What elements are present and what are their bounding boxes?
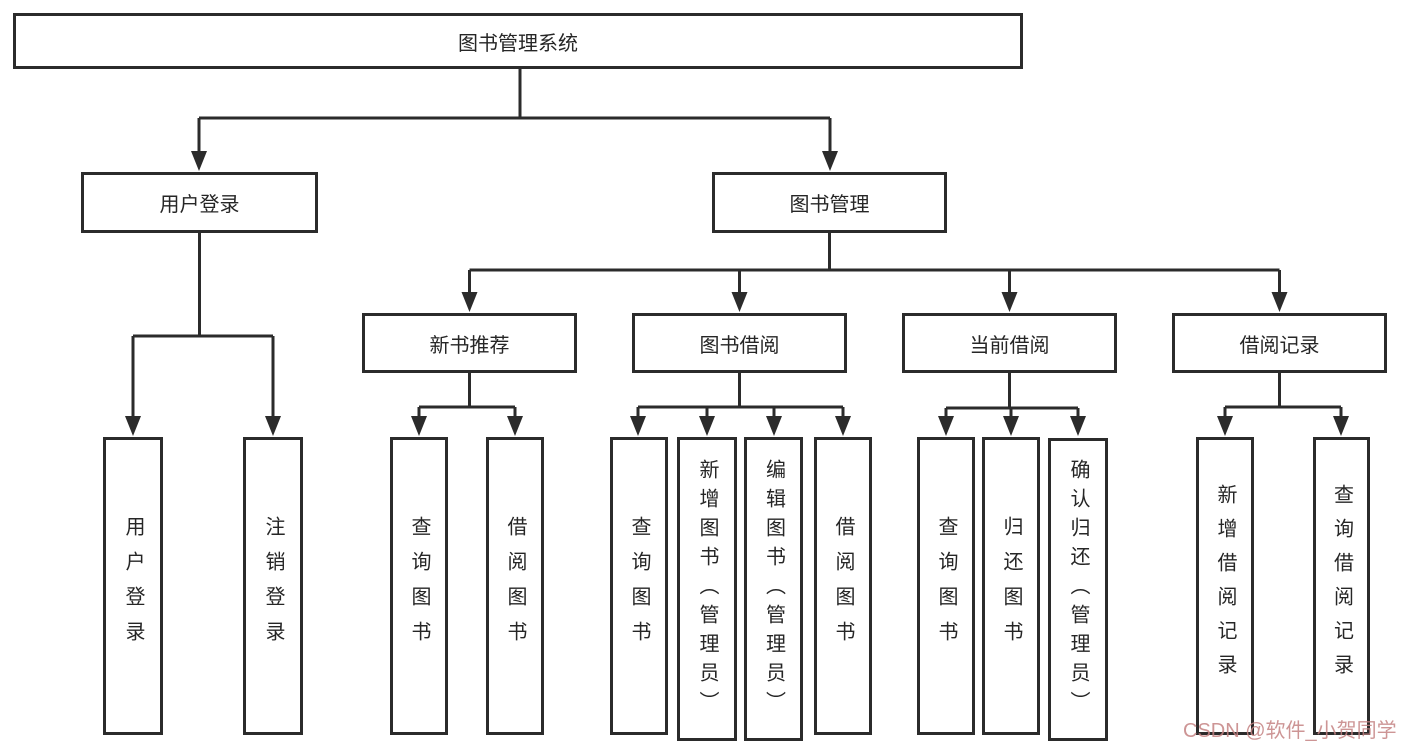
node-root-system: 图书管理系统 bbox=[13, 13, 1023, 69]
leaf-return-books-label: 归还图书 bbox=[1000, 516, 1022, 656]
node-root-system-label: 图书管理系统 bbox=[458, 32, 578, 55]
node-user-login: 用户登录 bbox=[81, 172, 318, 233]
leaf-user-login-label: 用户登录 bbox=[122, 516, 144, 656]
leaf-borrowing-query-books-label: 查询图书 bbox=[628, 516, 650, 656]
arrowheads bbox=[125, 151, 1349, 436]
leaf-recommend-borrow-books-label: 借阅图书 bbox=[504, 516, 526, 656]
leaf-recommend-borrow-books: 借阅图书 bbox=[486, 437, 544, 735]
leaf-edit-books-admin: 编辑图书（管理员） bbox=[744, 437, 803, 741]
leaf-confirm-return-admin-label: 确认归还（管理员） bbox=[1067, 459, 1089, 720]
node-book-management-label: 图书管理 bbox=[789, 194, 870, 216]
leaf-current-query-books-label: 查询图书 bbox=[935, 516, 957, 656]
leaf-edit-books-admin-label: 编辑图书（管理员） bbox=[762, 458, 785, 720]
leaf-add-borrow-record: 新增借阅记录 bbox=[1196, 437, 1254, 735]
leaf-add-books-admin-label: 新增图书（管理员） bbox=[696, 458, 718, 720]
node-current-borrowing-label: 当前借阅 bbox=[969, 334, 1050, 357]
node-borrowing-records-label: 借阅记录 bbox=[1239, 334, 1320, 357]
leaf-confirm-return-admin: 确认归还（管理员） bbox=[1048, 438, 1108, 741]
node-new-book-recommend-label: 新书推荐 bbox=[429, 334, 510, 357]
node-user-login-label: 用户登录 bbox=[159, 194, 240, 216]
leaf-borrowing-borrow-books-label: 借阅图书 bbox=[832, 516, 854, 656]
leaf-query-borrow-record: 查询借阅记录 bbox=[1313, 437, 1370, 735]
leaf-query-borrow-record-label: 查询借阅记录 bbox=[1330, 484, 1353, 688]
leaf-add-books-admin: 新增图书（管理员） bbox=[677, 437, 737, 741]
node-book-borrowing-label: 图书借阅 bbox=[699, 334, 780, 357]
node-book-management: 图书管理 bbox=[712, 172, 947, 233]
node-new-book-recommend: 新书推荐 bbox=[362, 313, 577, 373]
csdn-watermark: CSDN @软件_小贺同学 bbox=[1183, 720, 1397, 742]
leaf-return-books: 归还图书 bbox=[982, 437, 1040, 735]
leaf-add-borrow-record-label: 新增借阅记录 bbox=[1214, 484, 1236, 688]
leaf-logout-label: 注销登录 bbox=[262, 516, 284, 656]
leaf-borrowing-borrow-books: 借阅图书 bbox=[814, 437, 872, 735]
node-borrowing-records: 借阅记录 bbox=[1172, 313, 1387, 373]
leaf-borrowing-query-books: 查询图书 bbox=[610, 437, 668, 735]
leaf-user-login: 用户登录 bbox=[103, 437, 163, 735]
leaf-logout: 注销登录 bbox=[243, 437, 303, 735]
node-book-borrowing: 图书借阅 bbox=[632, 313, 847, 373]
leaf-current-query-books: 查询图书 bbox=[917, 437, 975, 735]
node-current-borrowing: 当前借阅 bbox=[902, 313, 1117, 373]
leaf-recommend-query-books: 查询图书 bbox=[390, 437, 448, 735]
leaf-recommend-query-books-label: 查询图书 bbox=[408, 516, 430, 656]
